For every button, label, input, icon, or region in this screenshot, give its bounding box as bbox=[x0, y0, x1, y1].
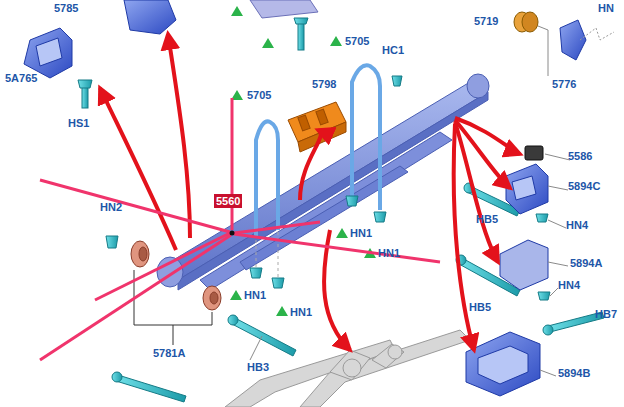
callout-number: HN bbox=[598, 2, 614, 14]
callout-number: 5781A bbox=[153, 347, 185, 359]
callout-number: HN2 bbox=[100, 201, 122, 213]
callout-number: HN1 bbox=[244, 289, 266, 301]
callout-number: HC1 bbox=[382, 44, 404, 56]
callout-number: HB5 bbox=[476, 213, 498, 225]
callout-number: 5705 bbox=[345, 35, 369, 47]
callout-number: HB3 bbox=[247, 361, 269, 373]
callout-number: HB5 bbox=[469, 301, 491, 313]
callout-number: HN4 bbox=[566, 219, 588, 231]
callout-number: HN1 bbox=[290, 306, 312, 318]
callout-number: 5776 bbox=[552, 78, 576, 90]
callout-number: 5586 bbox=[568, 150, 592, 162]
callout-number: 5785 bbox=[54, 2, 78, 14]
callout-number: 5705 bbox=[247, 89, 271, 101]
callout-number: 5894C bbox=[568, 180, 600, 192]
callout-number: HN1 bbox=[350, 227, 372, 239]
callout-number: 5894A bbox=[570, 257, 602, 269]
callout-number: 5719 bbox=[474, 15, 498, 27]
callout-number: HN4 bbox=[558, 279, 580, 291]
callout-number: 5894B bbox=[558, 367, 590, 379]
callout-number: HN1 bbox=[378, 247, 400, 259]
callout-number: 5A765 bbox=[5, 72, 37, 84]
callout-number: HS1 bbox=[68, 117, 89, 129]
callout-number: HB7 bbox=[595, 308, 617, 320]
highlighted-part-number: 5560 bbox=[214, 194, 242, 208]
callout-number: 5798 bbox=[312, 78, 336, 90]
